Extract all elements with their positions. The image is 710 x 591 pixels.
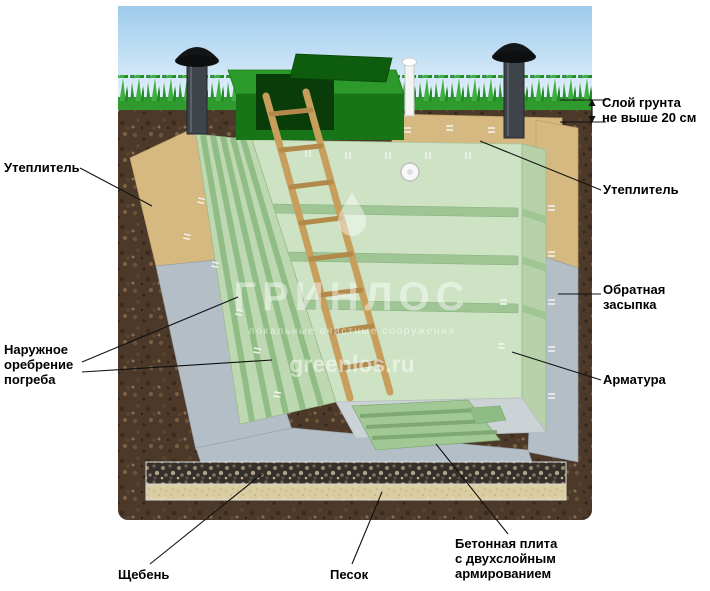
leader-slab <box>435 443 509 535</box>
leader-gravel <box>149 473 263 565</box>
leader-lines <box>79 140 602 565</box>
droplet-icon <box>338 192 366 236</box>
label-rebar: Арматура <box>603 372 666 387</box>
label-insulation-right: Утеплитель <box>603 182 679 197</box>
leader-ribbing-2 <box>81 359 273 373</box>
leader-sand <box>351 491 383 565</box>
cellar-right-wall <box>520 143 548 434</box>
leader-rebar <box>511 351 602 381</box>
label-soil-layer: Слой грунта не выше 20 см <box>602 95 697 126</box>
measurement-arrow <box>560 99 606 123</box>
label-sand: Песок <box>330 567 369 582</box>
watermark: ГРИНЛОС локальные очистные сооружения gr… <box>233 192 470 377</box>
watermark-brand: ГРИНЛОС <box>233 275 470 319</box>
label-gravel: Щебень <box>118 567 170 582</box>
watermark-tagline: локальные очистные сооружения <box>248 325 455 337</box>
leader-ribbing-1 <box>81 296 239 363</box>
vent-pipe-left <box>175 47 219 135</box>
sand-layer <box>145 483 567 501</box>
cellar-left-ribbed-wall <box>195 133 337 425</box>
vent-outlet <box>400 162 420 182</box>
pit-interior <box>129 113 579 501</box>
leader-insulation-left <box>79 167 153 207</box>
label-backfill: Обратная засыпка <box>603 282 666 313</box>
leader-insulation-right <box>479 140 602 191</box>
label-insulation-left: Утеплитель <box>4 160 80 175</box>
watermark-site: greenlos.ru <box>289 351 414 377</box>
label-ribbing: Наружное оребрение погреба <box>4 342 74 388</box>
label-slab: Бетонная плита с двухслойным армирование… <box>455 536 558 582</box>
gravel-layer <box>145 461 567 485</box>
concrete-slab <box>351 399 507 451</box>
hatch-vent-pipe <box>402 57 417 117</box>
vent-pipe-right <box>492 43 536 139</box>
ladder <box>262 88 394 402</box>
